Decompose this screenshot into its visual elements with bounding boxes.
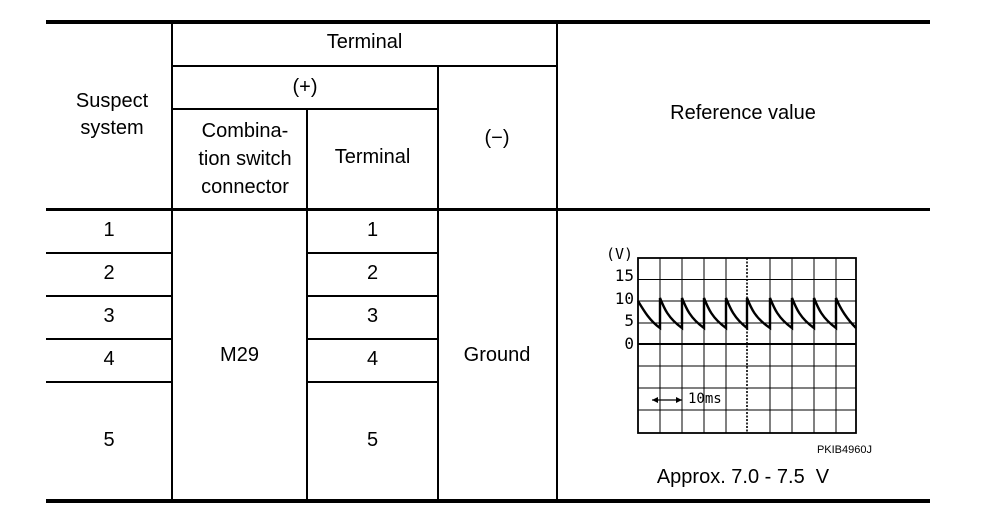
scope-time-label: 10ms (688, 391, 722, 407)
header-terminal: Terminal (326, 31, 403, 53)
row-divider-2b (307, 295, 438, 297)
ground-value: Ground (463, 344, 531, 366)
row-1-terminal: 1 (366, 219, 379, 241)
row-4-terminal: 4 (366, 348, 379, 370)
col-divider-3 (437, 65, 439, 501)
plus-header-divider (172, 108, 438, 110)
row-divider-2 (46, 295, 172, 297)
reference-value-text: Approx. 7.0 - 7.5 V (656, 466, 830, 488)
header-minus: (−) (484, 127, 510, 149)
row-5-system: 5 (103, 429, 115, 451)
header-terminal-sub: Terminal (334, 146, 411, 168)
table-top-border (46, 20, 930, 24)
time-scale-arrow-left (652, 397, 658, 403)
row-2-terminal: 2 (366, 262, 379, 284)
row-divider-3b (307, 338, 438, 340)
connector-value: M29 (220, 344, 259, 366)
scope-unit-label: (V) (606, 245, 634, 263)
col-divider-4 (556, 22, 558, 501)
row-3-system: 3 (103, 305, 115, 327)
scope-grid (638, 258, 856, 433)
figure-code: PKIB4960J (816, 444, 872, 456)
scope-waveform (636, 297, 857, 331)
table-bottom-border (46, 499, 930, 503)
col-divider-1 (171, 22, 173, 501)
col-divider-2 (306, 108, 308, 501)
header-plus: (+) (292, 76, 318, 98)
scope-y-tick-10: 10 (614, 289, 634, 308)
scope-y-tick-5: 5 (624, 311, 634, 330)
row-divider-3 (46, 338, 172, 340)
header-suspect-system: Suspect system (75, 90, 149, 139)
scope-y-tick-0: 0 (624, 334, 634, 353)
time-scale-arrow-right (676, 397, 682, 403)
row-divider-1b (307, 252, 438, 254)
terminal-header-divider (172, 65, 557, 67)
row-divider-4 (46, 381, 172, 383)
row-4-system: 4 (103, 348, 115, 370)
row-divider-4b (307, 381, 438, 383)
row-1-system: 1 (103, 219, 115, 241)
oscilloscope-figure: (V) 15 10 5 0 10ms PKIB4960J (598, 246, 888, 466)
header-reference-value: Reference value (670, 102, 816, 124)
row-2-system: 2 (103, 262, 115, 284)
header-bottom-border (46, 208, 930, 211)
scope-y-tick-15: 15 (614, 266, 634, 285)
header-combination-switch-connector: Combina-tion switch connector (198, 120, 292, 198)
oscilloscope-svg (636, 257, 857, 434)
row-5-terminal: 5 (366, 429, 379, 451)
row-3-terminal: 3 (366, 305, 379, 327)
row-divider-1 (46, 252, 172, 254)
